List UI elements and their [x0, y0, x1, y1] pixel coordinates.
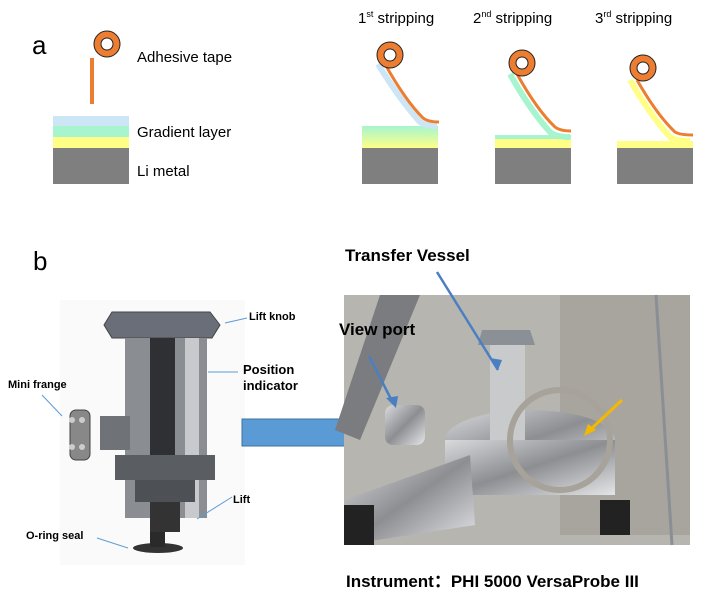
viewport-pointer — [367, 355, 395, 404]
step-1-title: 1st stripping — [358, 9, 435, 27]
instrument-caption: Instrument：PHI 5000 VersaProbe III — [346, 572, 639, 591]
step-2-title: 2nd stripping — [473, 9, 553, 27]
label-view-port: View port — [339, 320, 416, 339]
label-li-metal: Li metal — [137, 163, 190, 180]
transfer-vessel-photo — [60, 300, 245, 565]
li-metal — [53, 148, 129, 184]
step-2 — [495, 49, 572, 184]
step-3 — [617, 54, 694, 184]
label-gradient-layer: Gradient layer — [137, 124, 232, 141]
label-indicator: indicator — [243, 378, 298, 393]
panel-a-letter: a — [32, 30, 47, 60]
label-lift-knob: Lift knob — [249, 311, 296, 323]
step-3-title: 3rd stripping — [595, 9, 673, 27]
layer-yellow — [53, 137, 129, 148]
initial-stack — [53, 30, 129, 184]
transfer-pointer — [435, 271, 500, 371]
label-adhesive-tape: Adhesive tape — [137, 49, 233, 66]
highlight-arrow — [588, 398, 624, 432]
step-1 — [362, 41, 440, 184]
panel-b-letter: b — [33, 246, 48, 276]
label-o-ring-seal: O-ring seal — [26, 530, 84, 542]
layer-blue — [53, 116, 129, 126]
label-lift: Lift — [233, 494, 251, 506]
vessel-pointers — [41, 317, 248, 549]
label-transfer-vessel: Transfer Vessel — [345, 246, 470, 265]
instrument-photo — [335, 294, 690, 546]
label-mini-flange: Mini frange — [8, 379, 67, 391]
label-position: Position — [243, 362, 295, 377]
layer-green — [53, 126, 129, 137]
